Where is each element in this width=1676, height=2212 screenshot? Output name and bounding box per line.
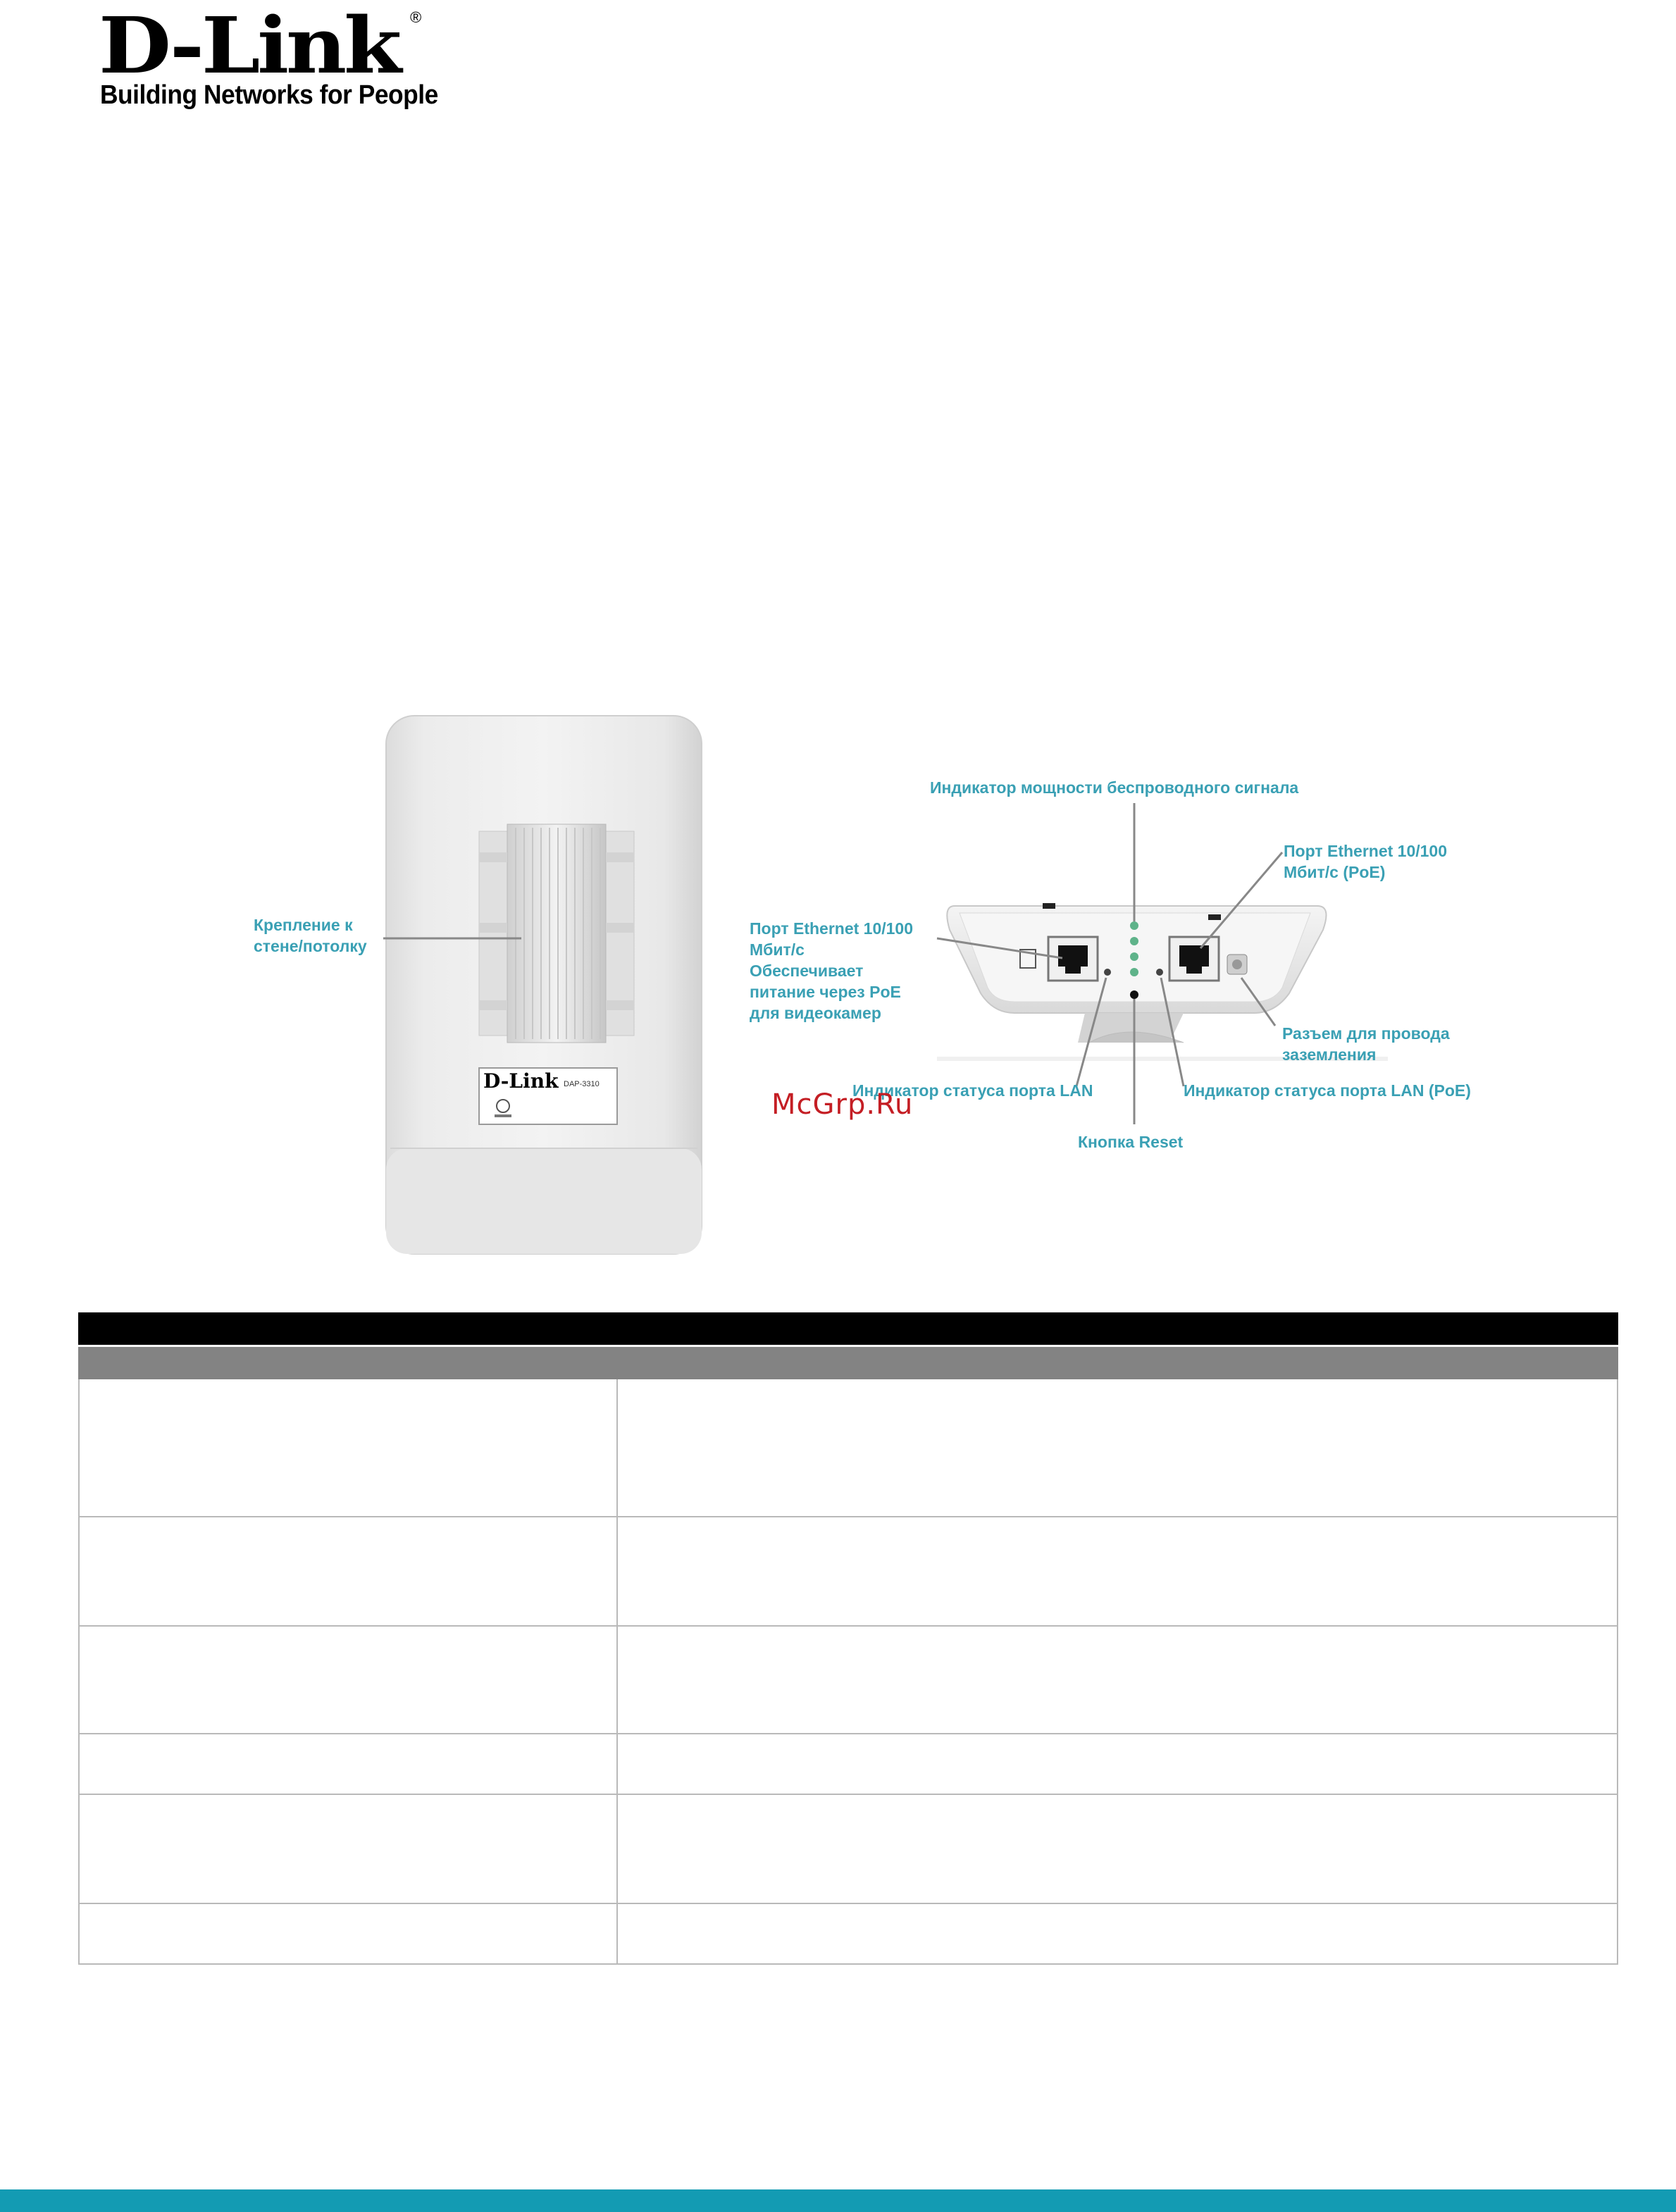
table-row [78,1734,1618,1795]
table-row [78,1795,1618,1904]
callout-ethernet-camera-port: Порт Ethernet 10/100 Мбит/с Обеспечивает… [750,919,914,1022]
table-cell-label [80,1379,618,1516]
table-header [78,1312,1618,1345]
dlink-logo: D-Link ® Building Networks for People [99,0,438,111]
callout-ground-connector: Разъем для провода заземления [1282,1024,1450,1064]
table-cell-value [618,1734,1617,1794]
table-cell-value [618,1627,1617,1733]
callout-lan-status-led: Индикатор статуса порта LAN [852,1081,1093,1100]
table-row [78,1517,1618,1627]
table-cell-label [80,1734,618,1794]
logo-registered-mark: ® [410,8,422,26]
device-front-view [385,715,702,1255]
device-label-brand: D-Link [483,1069,559,1093]
callout-ethernet-poe-port: Порт Ethernet 10/100 Мбит/с (PoE) [1284,842,1448,881]
device-bottom-view [937,903,1388,1061]
callout-lan-poe-status-led: Индикатор статуса порта LAN (PoE) [1184,1081,1471,1100]
table-cell-label [80,1904,618,1963]
table-row [78,1627,1618,1734]
table-subheader [78,1345,1618,1379]
table-cell-value [618,1517,1617,1625]
footer-bar [0,2189,1676,2212]
logo-tagline: Building Networks for People [100,80,438,110]
table-cell-value [618,1795,1617,1903]
callout-mount: Крепление к стене/потолку [254,916,367,955]
table-cell-label [80,1627,618,1733]
watermark: McGrp.Ru [771,1088,914,1121]
spec-table [78,1312,1618,1965]
device-label-model: DAP-3310 [564,1080,600,1088]
logo-wordmark: D-Link [99,0,402,91]
callout-reset-button: Кнопка Reset [1078,1133,1184,1151]
table-row [78,1379,1618,1517]
product-figure: D-Link DAP-3310 [232,712,1515,1261]
callout-signal-indicator: Индикатор мощности беспроводного сигнала [930,778,1299,797]
product-illustration: D-Link DAP-3310 [383,715,1388,1255]
table-cell-label [80,1795,618,1903]
table-cell-label [80,1517,618,1625]
table-row [78,1904,1618,1965]
callout-leader-lines [383,803,1284,1124]
table-cell-value [618,1379,1617,1516]
table-cell-value [618,1904,1617,1963]
